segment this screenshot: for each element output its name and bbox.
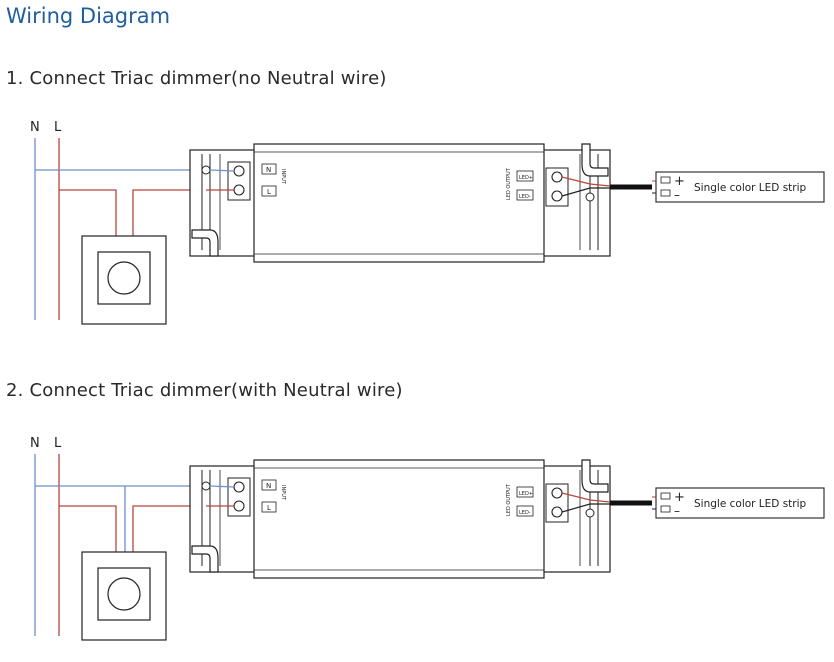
led-strip-icon — [655, 487, 825, 519]
led-strip-icon — [655, 171, 825, 203]
dimmed-live-wire — [132, 505, 206, 552]
strip-pad-plus — [660, 176, 671, 184]
live-wire-to-dimmer — [59, 505, 117, 552]
input-label-n: N — [266, 482, 271, 490]
input-label-n-box — [261, 163, 277, 175]
strip-pad-minus — [660, 505, 671, 513]
step-2-heading: 2. Connect Triac dimmer(with Neutral wir… — [6, 380, 403, 401]
output-screw-plus — [551, 171, 563, 183]
step-1-heading: 1. Connect Triac dimmer(no Neutral wire) — [6, 68, 387, 89]
output-text: LED OUTPUT — [506, 483, 512, 516]
output-label-plus: LED+ — [519, 175, 533, 181]
input-screw-l — [233, 184, 245, 196]
input-screw-n — [233, 481, 245, 493]
input-entry-n — [201, 165, 211, 175]
strip-label: Single color LED strip — [694, 498, 807, 510]
strip-minus-sign: – — [674, 188, 680, 202]
strip-plus-sign: + — [674, 174, 685, 189]
live-label: L — [54, 436, 62, 451]
live-wire-to-dimmer — [59, 189, 117, 236]
input-screw-l — [233, 500, 245, 512]
output-label-minus-box — [516, 505, 534, 517]
input-screw-n — [233, 165, 245, 177]
page-title: Wiring Diagram — [6, 4, 171, 28]
output-wire-minus — [561, 503, 610, 513]
live-label: L — [54, 120, 62, 135]
strip-plus-sign: + — [674, 490, 685, 505]
input-entry-n — [201, 481, 211, 491]
input-text: INPUT — [280, 485, 286, 501]
output-exit — [585, 192, 595, 202]
output-label-plus-box — [516, 486, 534, 498]
strip-minus-sign: – — [674, 504, 680, 518]
strip-pad-minus — [660, 189, 671, 197]
strip-pad-plus — [660, 492, 671, 500]
neutral-label: N — [30, 436, 40, 451]
input-label-n-box — [261, 479, 277, 491]
output-label-plus-box — [516, 170, 534, 182]
input-label-l-box — [261, 185, 277, 197]
output-label-minus: LED- — [519, 194, 531, 200]
input-label-n: N — [266, 166, 271, 174]
output-exit — [585, 508, 595, 518]
dimmer-knob-icon — [107, 577, 141, 611]
output-wire-plus — [561, 176, 611, 187]
output-screw-minus — [551, 506, 563, 518]
strip-label: Single color LED strip — [694, 182, 807, 194]
output-text: LED OUTPUT — [506, 167, 512, 200]
input-text: INPUT — [280, 169, 286, 185]
dimmer-knob-icon — [107, 261, 141, 295]
output-wire-minus — [561, 187, 610, 197]
output-screw-minus — [551, 190, 563, 202]
input-label-l: L — [267, 504, 271, 512]
neutral-label: N — [30, 120, 40, 135]
input-label-l: L — [267, 188, 271, 196]
output-label-plus: LED+ — [519, 491, 533, 497]
dimmed-live-wire — [132, 189, 206, 236]
neutral-wire-terminal — [209, 169, 235, 172]
output-wire-plus — [561, 492, 611, 503]
input-label-l-box — [261, 501, 277, 513]
output-screw-plus — [551, 487, 563, 499]
neutral-wire-terminal — [209, 485, 235, 488]
output-label-minus: LED- — [519, 510, 531, 516]
output-label-minus-box — [516, 189, 534, 201]
